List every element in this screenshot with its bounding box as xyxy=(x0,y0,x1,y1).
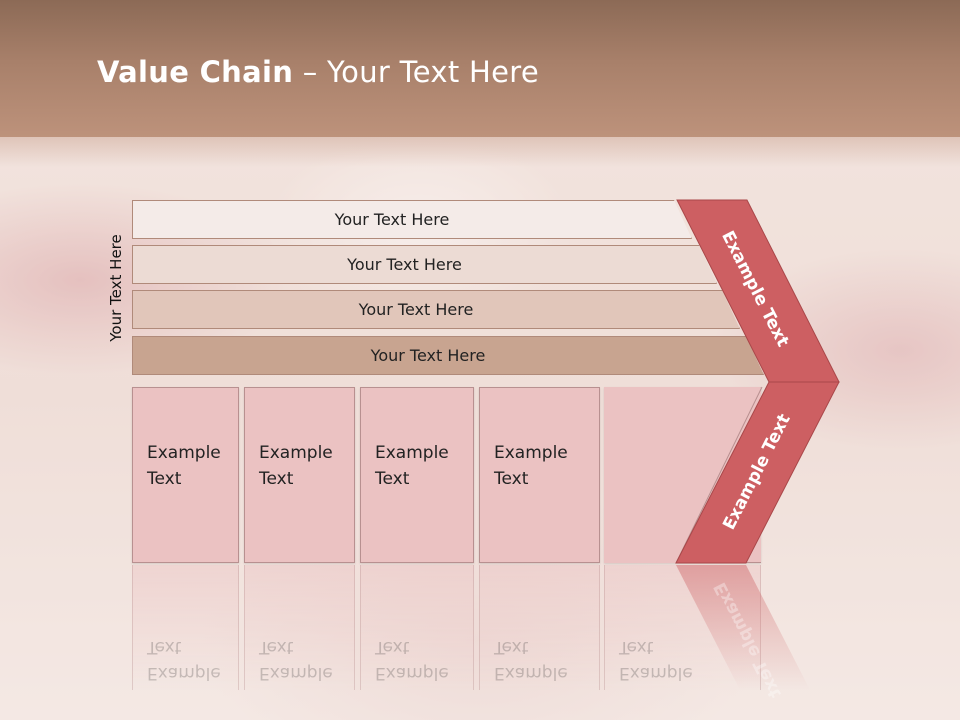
activity-box-2[interactable]: Example Text xyxy=(244,387,355,563)
support-row-label: Your Text Here xyxy=(334,210,450,229)
support-row-label: Your Text Here xyxy=(347,255,462,274)
slide-title: Value Chain – Your Text Here xyxy=(97,55,539,89)
activity-reflection-4: Example Text xyxy=(479,565,600,690)
activity-box-1[interactable]: Example Text xyxy=(132,387,239,563)
header-shadow xyxy=(0,137,960,167)
support-row-2[interactable]: Your Text Here xyxy=(132,245,717,284)
activity-box-text: Example Text xyxy=(259,443,333,489)
activity-reflection-1: Example Text xyxy=(132,565,239,690)
arrow-reflection xyxy=(676,565,810,690)
activity-box-4[interactable]: Example Text xyxy=(479,387,600,563)
activity-box-text: Example Text xyxy=(147,443,221,489)
support-row-4[interactable]: Your Text Here xyxy=(132,336,764,375)
support-row-3[interactable]: Your Text Here xyxy=(132,290,740,329)
title-bar: Value Chain – Your Text Here xyxy=(0,0,960,137)
activity-box-text: Example Text xyxy=(494,443,568,489)
last-box-tip xyxy=(604,387,761,563)
activity-reflection-2: Example Text xyxy=(244,565,355,690)
title-bold: Value Chain xyxy=(97,55,294,89)
activity-box-text: Example Text xyxy=(375,443,449,489)
title-rest: – Your Text Here xyxy=(293,55,539,89)
support-row-label: Your Text Here xyxy=(358,300,474,319)
support-row-1[interactable]: Your Text Here xyxy=(132,200,692,239)
support-row-label: Your Text Here xyxy=(370,346,486,365)
activity-reflection-3: Example Text xyxy=(360,565,474,690)
activity-box-3[interactable]: Example Text xyxy=(360,387,474,563)
arrow-lower-band[interactable] xyxy=(675,381,840,564)
